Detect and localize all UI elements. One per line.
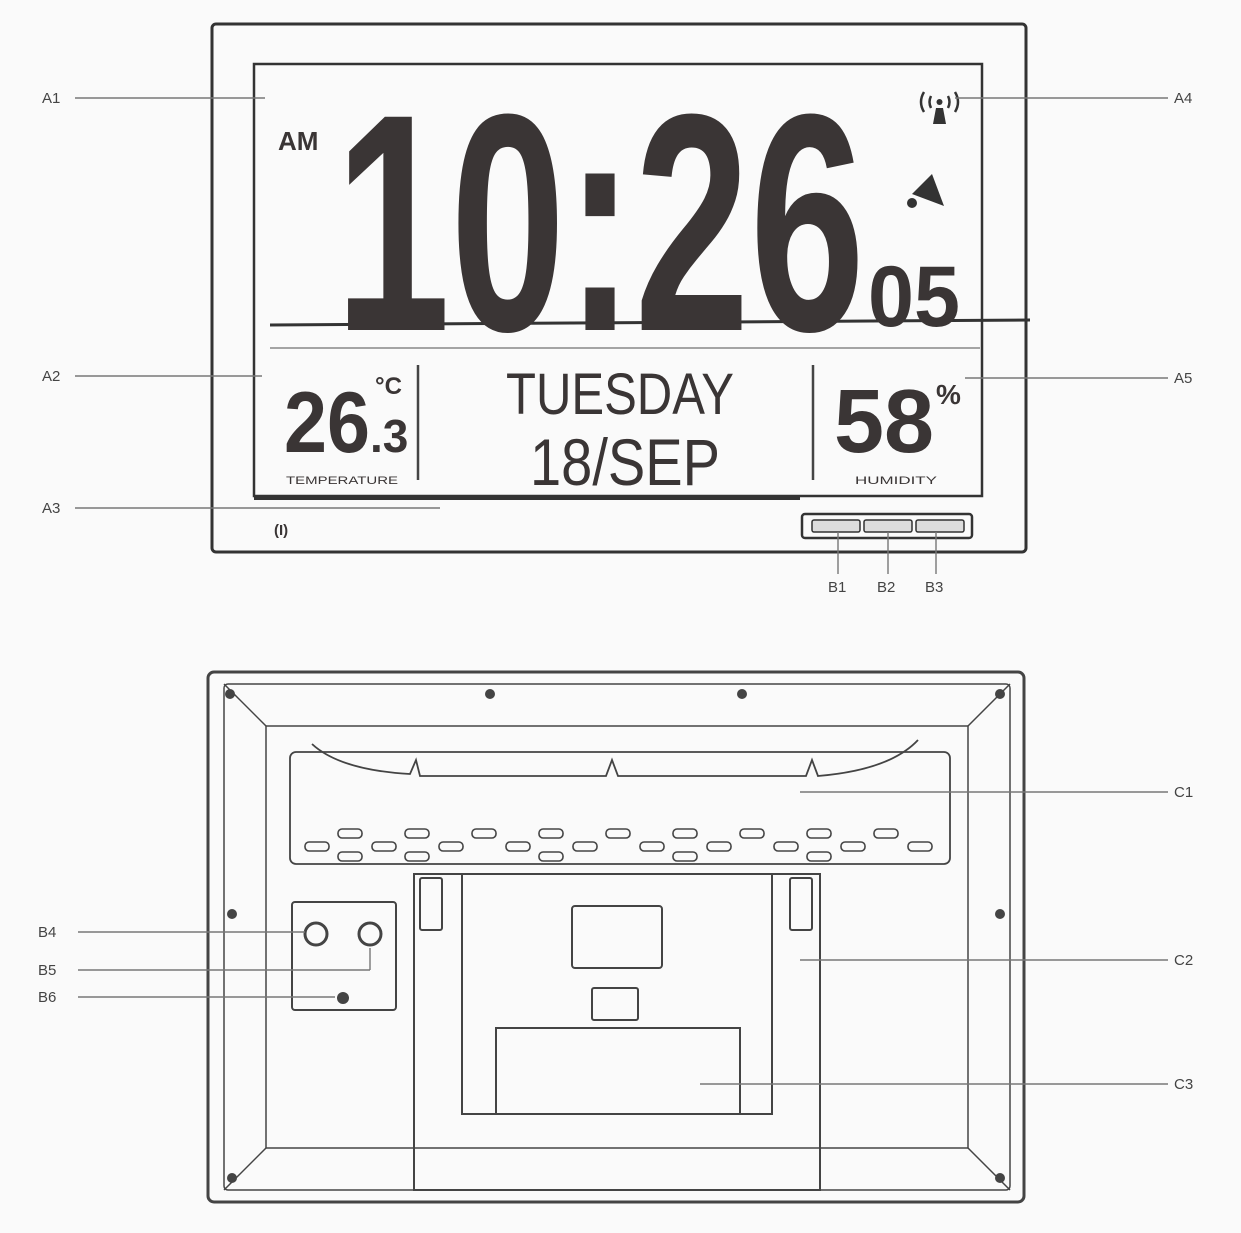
temperature-unit: °C: [375, 373, 402, 400]
am-indicator: AM: [278, 126, 318, 156]
seconds-underline: [269, 318, 1031, 327]
weekday-display: TUESDAY: [506, 362, 734, 427]
callout-a3: A3: [42, 500, 60, 517]
temperature-label: TEMPERATURE: [286, 475, 398, 487]
button-b6[interactable]: [337, 992, 349, 1004]
callout-b4: B4: [38, 924, 56, 941]
callout-c1: C1: [1174, 784, 1193, 801]
callout-b6: B6: [38, 989, 56, 1006]
back-view: [206, 670, 1026, 1204]
date-display: 18/SEP: [530, 425, 720, 499]
button-frame: [800, 512, 974, 540]
vent-slots: [304, 828, 933, 862]
button-b1[interactable]: [811, 519, 861, 533]
callout-a1: A1: [42, 90, 60, 107]
bottom-left-mark: (I): [274, 522, 288, 539]
callout-a2: A2: [42, 368, 60, 385]
battery-compartment: [495, 1027, 741, 1115]
back-panel: [265, 725, 969, 1149]
button-b2[interactable]: [863, 519, 913, 533]
front-outer-frame: [210, 22, 1028, 554]
callout-c3: C3: [1174, 1076, 1193, 1093]
front-view: AM 10:26 05 26 .3 °C TEMPERATURE TUESDAY…: [210, 22, 1031, 554]
stand: [413, 873, 821, 1191]
button-b3[interactable]: [915, 519, 965, 533]
screws: [225, 689, 1005, 1183]
front-buttons: [800, 512, 974, 540]
alarm-bell-icon: [907, 174, 944, 208]
callout-b1: B1: [828, 579, 846, 596]
front-callouts: A1 A2 A3 A4 A5 B1 B2 B3: [42, 90, 1192, 596]
back-outer-frame: [206, 670, 1026, 1204]
temperature-decimal: .3: [370, 410, 408, 462]
callout-b2: B2: [877, 579, 895, 596]
humidity-value: 58: [834, 372, 934, 472]
seconds-display: 05: [868, 249, 960, 345]
time-display: 10:26: [335, 49, 865, 396]
callout-c2: C2: [1174, 952, 1193, 969]
callout-a5: A5: [1174, 370, 1192, 387]
hanging-bracket: [289, 739, 951, 865]
callout-a4: A4: [1174, 90, 1192, 107]
button-b4-left[interactable]: [303, 921, 329, 947]
callout-b5: B5: [38, 962, 56, 979]
button-b4-right[interactable]: [357, 921, 383, 947]
humidity-unit: %: [936, 379, 961, 410]
back-callouts: B4 B5 B6 C1 C2 C3: [38, 784, 1193, 1093]
callout-b3: B3: [925, 579, 943, 596]
humidity-label: HUMIDITY: [855, 475, 938, 487]
radio-signal-icon: [919, 91, 960, 124]
temperature-value: 26: [284, 375, 370, 471]
rear-control-panel: [291, 901, 397, 1011]
